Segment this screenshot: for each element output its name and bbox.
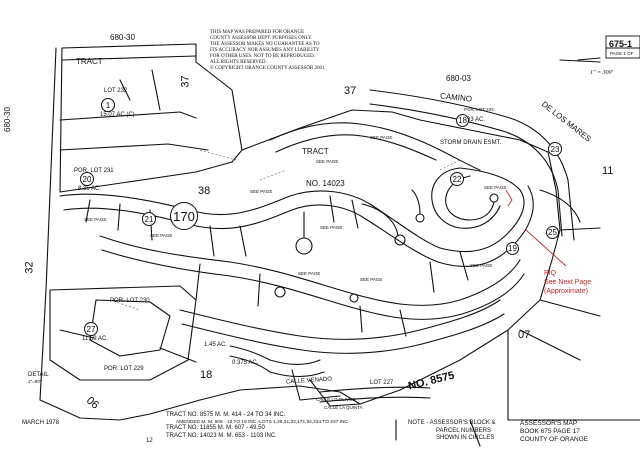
disclaimer-line: THE ASSESSOR MAKES NO GUARANTEE AS TO: [210, 42, 320, 47]
ref-38: 38: [198, 185, 211, 197]
disclaimer-line: COUNTY ASSESSOR DEPT. PURPOSES ONLY.: [210, 36, 313, 41]
parcel-circle-25: 25: [546, 226, 559, 239]
parcel-number: 21: [144, 214, 154, 224]
tract-label-top-left: TRACT: [76, 57, 103, 66]
see-page-note: SEE PAGE: [298, 271, 321, 276]
assessor-map-line: COUNTY OF ORANGE: [520, 436, 589, 444]
ref-37-a: 37: [179, 75, 192, 88]
sheet-id: 675-1: [609, 39, 633, 49]
tract-ref-line: TRACT NO. 14023 M. M. 653 - 1103 INC.: [166, 432, 277, 439]
ref-680-30-left: 680-30: [3, 107, 12, 132]
disclaimer-line: FOR OTHER USES. NOT TO BE REPRODUCED.: [210, 54, 316, 59]
tract-ref-line: AMENDED M. M. 505 - 13 TO 19 INC.-LOTS 1…: [176, 419, 350, 425]
parcel-number: 25: [548, 228, 557, 237]
por-lot-233-label: POR. LOT 233: [464, 107, 494, 112]
detail-region: [49, 285, 197, 381]
parcel-circle-19: 19: [506, 242, 519, 255]
calle-la-quinta-label: CALLE LA QUINTA: [324, 405, 363, 410]
tract-label-center: TRACT: [302, 147, 329, 156]
lower-loop-road: [99, 235, 521, 306]
por-lot-231-label: POR. LOT 231: [74, 168, 114, 174]
ref-11: 11: [602, 165, 614, 177]
note-line: NOTE - ASSESSOR'S BLOCK &: [408, 420, 496, 426]
piq-annotation: PIQ See Next Page (Approximate): [544, 270, 591, 296]
ref-680-30-top: 680-30: [110, 33, 135, 42]
parcel-number: 18: [458, 116, 467, 125]
parcel-circle-27: 27: [84, 322, 98, 336]
piq-title: PIQ: [544, 270, 557, 277]
tract-boundary-right: [241, 109, 561, 405]
detail-label: DETAIL: [28, 372, 49, 378]
acres-11-59-label: 11.59 AC.: [82, 336, 108, 342]
ref-32: 32: [23, 261, 36, 274]
see-page-note: SEE PAGE: [150, 233, 173, 238]
parcel-circle-1: 1: [101, 98, 115, 112]
ref-680-03: 680-03: [446, 74, 471, 83]
storm-drain-label: STORM DRAIN ESMT.: [440, 140, 502, 146]
see-page-note: SEE PAGE: [370, 135, 393, 140]
parcel-number: 1: [105, 100, 111, 110]
parcel-circle-18: 18: [456, 114, 469, 127]
parcel-circle-22: 22: [450, 172, 464, 186]
parcel-170-circle: 170: [170, 202, 198, 230]
acres-3-33-label: 3.33 AC.: [462, 117, 486, 123]
camino-de-los-mares-road: [369, 89, 575, 241]
detail-scale-label: 1"=90': [28, 379, 41, 384]
acres-1-45-label: 1.45 AC.: [204, 342, 228, 348]
note-line: SHOWN IN CIRCLES: [436, 435, 495, 441]
lot-227-label: LOT 227: [370, 380, 394, 386]
acres-0-375-label: 0.375 AC.: [232, 360, 259, 366]
disclaimer-line: THIS MAP WAS PREPARED FOR ORANGE: [210, 30, 305, 35]
lot-232-acres: 15.07 AC.(C): [100, 112, 135, 118]
parcel-note: NOTE - ASSESSOR'S BLOCK & PARCEL NUMBERS…: [408, 420, 496, 443]
parcel-number: 22: [452, 174, 462, 184]
assessor-map-line: ASSESSOR'S MAP: [520, 420, 578, 427]
map-date: MARCH 1978: [22, 420, 60, 426]
ref-18: 18: [200, 369, 213, 381]
piq-approximate: (Approximate): [544, 287, 588, 295]
por-lot-231-acres: 8.35 AC.: [78, 186, 102, 192]
left-boundary-line: [39, 47, 59, 409]
assessor-map-line: BOOK 675 PAGE 17: [520, 428, 580, 436]
calle-lo-olivos-label: CALLE LO OLIVOS: [316, 397, 356, 402]
see-page-note: SEE PAGE: [316, 159, 339, 164]
page-of-label: PAGE 1 OF: [610, 51, 634, 56]
tract-ref-line: TRACT NO. 11855 M. M. 607 - 49,50: [166, 425, 265, 432]
tract-number-14023: NO. 14023: [306, 179, 345, 188]
ref-07: 07: [518, 329, 531, 341]
parcel-circle-20: 20: [80, 172, 94, 186]
parcel-170-number: 170: [173, 208, 195, 224]
see-page-note: SEE PAGE: [250, 189, 273, 194]
disclaimer-line: ALL RIGHTS RESERVED.: [210, 60, 267, 65]
tract-boundary-bottom: [57, 385, 361, 421]
disclaimer-line: © COPYRIGHT ORANGE COUNTY ASSESSOR 2001: [210, 66, 325, 71]
parcel-circle-21: 21: [142, 212, 156, 226]
por-lot-230-label: POR. LOT 230: [110, 298, 150, 304]
parcel-number: 19: [508, 244, 517, 253]
disclaimer-line: ITS ACCURACY NOR ASSUMES ANY LIABILITY: [210, 48, 320, 53]
parcel-circle-23: 23: [548, 142, 562, 156]
see-page-note: SEE PAGE: [360, 277, 383, 282]
parcel-number: 23: [550, 144, 560, 154]
ref-37-b: 37: [344, 85, 357, 97]
see-page-note: SEE PAGE: [484, 185, 507, 190]
note-line: PARCEL NUMBERS: [436, 427, 492, 434]
see-page-note: SEE PAGE: [320, 225, 343, 230]
assessor-map-ref: ASSESSOR'S MAP BOOK 675 PAGE 17 COUNTY O…: [520, 420, 588, 444]
piq-see-next-page: See Next Page: [544, 278, 592, 286]
scale-label: 1" = 300': [590, 70, 613, 76]
tract-ref-line: TRACT NO. 8575 M. M. 414 - 24 TO 34 INC.: [166, 412, 286, 418]
disclaimer-block: THIS MAP WAS PREPARED FOR ORANGE COUNTY …: [210, 30, 325, 72]
see-page-note: SEE PAGE: [84, 217, 107, 222]
por-lot-229-label: POR. LOT 229: [104, 366, 144, 372]
lot-232-label: LOT 232: [104, 88, 128, 94]
lot-232-boundary: [61, 55, 197, 61]
see-page-note: SEE PAGE: [470, 263, 493, 268]
piq-leader-line: [525, 229, 567, 267]
parcel-number: 27: [86, 324, 96, 334]
parcel-number: 20: [82, 174, 92, 184]
ref-12: 12: [146, 438, 153, 444]
tract-references: TRACT NO. 8575 M. M. 414 - 24 TO 34 INC.…: [166, 412, 349, 440]
